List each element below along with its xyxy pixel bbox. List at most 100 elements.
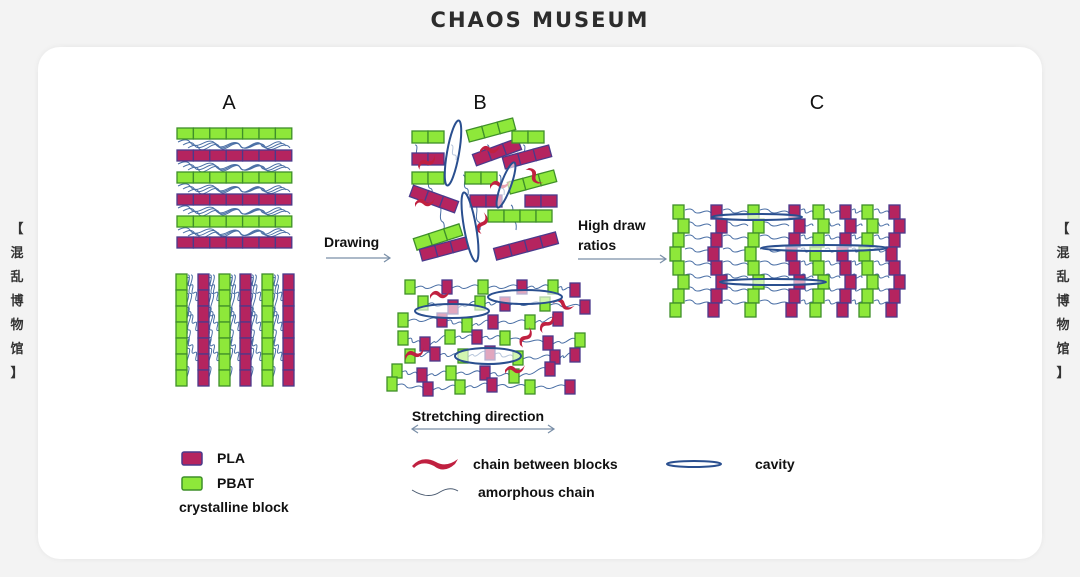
- pla-block: [893, 274, 906, 290]
- pla-block: [540, 194, 558, 208]
- pbat-block: [397, 330, 409, 346]
- pbat-block: [218, 273, 231, 291]
- amorphous-chain: [851, 299, 863, 305]
- pbat-block: [176, 215, 195, 228]
- side-label-char: 博: [1056, 294, 1070, 309]
- pla-block: [579, 299, 591, 315]
- pla-block: [197, 321, 210, 339]
- pla-block: [888, 288, 901, 304]
- pbat-block: [477, 279, 489, 295]
- pbat-block: [218, 289, 231, 307]
- pbat-block: [175, 289, 188, 307]
- pbat-block: [747, 260, 760, 276]
- side-label-char: 混: [10, 246, 24, 261]
- pla-block: [282, 305, 295, 323]
- pla-block: [197, 305, 210, 323]
- pbat-block: [261, 337, 274, 355]
- pbat-block: [192, 171, 211, 184]
- pla-block: [419, 336, 431, 352]
- page-title: CHAOS MUSEUM: [430, 8, 650, 32]
- amorphous-chain: [684, 221, 712, 227]
- side-label-char: 馆: [10, 342, 24, 357]
- pla-block: [839, 260, 852, 276]
- amorphous-chain: [722, 260, 749, 266]
- pbat-block: [209, 127, 227, 140]
- pla-block: [209, 193, 227, 206]
- pbat-block: [209, 215, 227, 228]
- amorphous-chain: [464, 382, 488, 389]
- pbat-block: [258, 171, 277, 184]
- amorphous-chain: [208, 336, 220, 362]
- chain-between-blocks: [525, 168, 544, 184]
- pla-block: [274, 236, 293, 249]
- pbat-block: [261, 353, 274, 371]
- amorphous-chain: [559, 352, 571, 359]
- amorphous-chain: [272, 336, 284, 362]
- amorphous-chain: [426, 370, 447, 377]
- pla-block: [569, 347, 581, 363]
- amorphous-chain: [207, 274, 215, 386]
- pla-block: [569, 282, 581, 298]
- drawing-arrow: [326, 253, 392, 263]
- pbat-block: [866, 274, 879, 290]
- side-label-char: 乱: [1056, 270, 1070, 285]
- pbat-block: [175, 369, 188, 387]
- amorphous-chain: [229, 336, 241, 362]
- pbat-block: [454, 379, 466, 395]
- pla-block: [239, 321, 252, 339]
- panel-label-b: B: [473, 92, 486, 114]
- pbat-block: [677, 274, 690, 290]
- pbat-block: [218, 305, 231, 323]
- amorphous-chain: [487, 284, 518, 289]
- pla-block: [209, 236, 227, 249]
- amorphous-chain: [497, 319, 526, 324]
- cavity: [454, 347, 522, 365]
- pbat-block: [411, 171, 429, 185]
- amorphous-chain: [518, 367, 546, 378]
- pla-block: [844, 274, 857, 290]
- amorphous-chain: [534, 384, 566, 389]
- pla-block: [564, 379, 576, 395]
- pbat-block: [274, 127, 293, 140]
- legend-chain-between-icon: [412, 459, 458, 470]
- pla-block: [258, 236, 277, 249]
- chain-between-blocks: [553, 298, 575, 310]
- pbat-block: [192, 215, 211, 228]
- pbat-block: [461, 317, 473, 333]
- pla-block: [258, 193, 277, 206]
- pbat-block: [386, 376, 398, 392]
- pla-block: [707, 246, 720, 262]
- pbat-block: [752, 218, 765, 234]
- pbat-block: [744, 302, 757, 318]
- pla-block: [552, 311, 564, 327]
- amorphous-chain: [684, 273, 712, 279]
- pla-block: [788, 288, 801, 304]
- pbat-block: [274, 171, 293, 184]
- pbat-block: [672, 204, 685, 220]
- legend-chain-between-label: chain between blocks: [473, 456, 618, 472]
- pla-block: [282, 273, 295, 291]
- pbat-block: [524, 379, 536, 395]
- pbat-block: [744, 246, 757, 262]
- pbat-block: [192, 127, 211, 140]
- pbat-block: [427, 130, 445, 144]
- cavity: [719, 278, 827, 286]
- pbat-block: [524, 314, 536, 330]
- pbat-block: [411, 130, 429, 144]
- pla-block: [225, 236, 244, 249]
- amorphous-chain: [722, 286, 749, 292]
- amorphous-chain: [552, 337, 576, 345]
- pbat-block: [218, 321, 231, 339]
- amorphous-chain: [489, 372, 510, 377]
- pbat-block: [511, 130, 529, 144]
- pbat-block: [404, 279, 416, 295]
- amorphous-chain: [481, 335, 501, 340]
- pbat-block: [261, 289, 274, 307]
- chain-between-blocks: [505, 365, 525, 374]
- side-label-char: 】: [10, 366, 24, 381]
- amorphous-chain: [446, 319, 463, 325]
- legend-pla-swatch: [181, 451, 203, 466]
- panel-label-c: C: [810, 92, 824, 114]
- pbat-block: [258, 215, 277, 228]
- pbat-block: [537, 169, 558, 187]
